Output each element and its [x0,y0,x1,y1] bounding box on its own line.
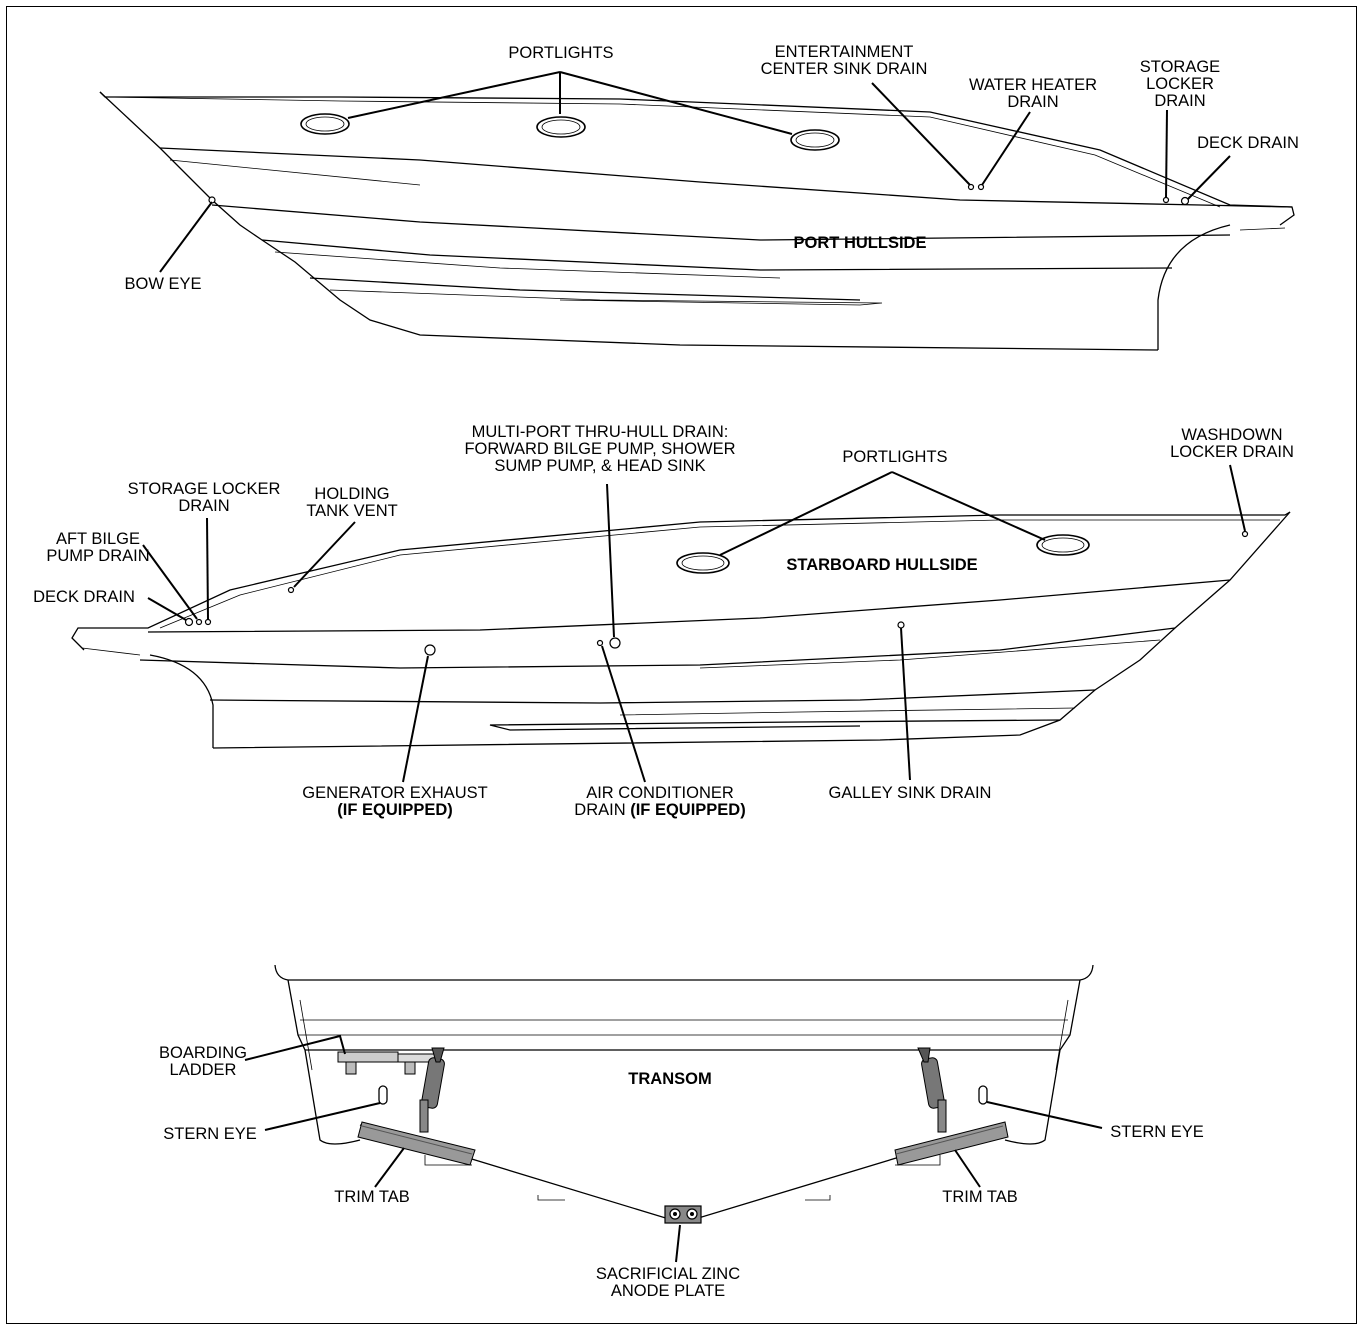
starboard-aft-bilge-label-line2: PUMP DRAIN [46,547,149,565]
port-storage-label-line1: STORAGE [1140,58,1220,76]
starboard-multiport-fitting [609,637,621,649]
starboard-holding-label-line2: TANK VENT [306,502,397,520]
port-storage-label-line3: DRAIN [1154,92,1205,110]
starboard-multiport-label-line1: MULTI-PORT THRU-HULL DRAIN: [472,423,729,441]
trim-tab-right-label: TRIM TAB [942,1188,1017,1206]
port-portlight-1 [300,113,350,135]
starboard-aircon-label-line1: AIR CONDITIONER [586,784,734,802]
port-water-heater-label-line1: WATER HEATER [969,76,1097,94]
starboard-deck-drain-label: DECK DRAIN [33,588,135,606]
starboard-deck-drain-fitting [184,617,194,627]
trim-tab-left [357,1047,476,1166]
port-entertainment-label-line2: CENTER SINK DRAIN [761,60,928,78]
port-deck-drain-label: DECK DRAIN [1197,134,1299,152]
starboard-portlights-label: PORTLIGHTS [842,448,947,466]
starboard-aft-bilge-fitting [195,618,203,626]
starboard-washdown-label-line1: WASHDOWN [1181,426,1282,444]
stern-eye-left-label: STERN EYE [163,1125,257,1143]
starboard-washdown-drain-fitting [1241,530,1249,538]
port-deck-drain-fitting [1180,196,1190,206]
starboard-aircon-drain-fitting [596,639,604,647]
port-portlights-label: PORTLIGHTS [508,44,613,62]
starboard-washdown-label-line2: LOCKER DRAIN [1170,443,1294,461]
port-storage-label-line2: LOCKER [1146,75,1214,93]
starboard-galley-drain-fitting [897,621,905,629]
starboard-storage-drain-fitting [204,618,212,626]
boarding-ladder-label-line1: BOARDING [159,1044,247,1062]
zinc-anode-label-line1: SACRIFICIAL ZINC [596,1265,740,1283]
port-entertainment-drain-fitting [967,183,975,191]
trim-tab-left-label: TRIM TAB [334,1188,409,1206]
port-water-heater-drain-fitting [977,183,985,191]
stern-eye-right-label: STERN EYE [1110,1123,1204,1141]
stern-eye-right [978,1085,988,1105]
starboard-storage-label-line1: STORAGE LOCKER [128,480,281,498]
port-portlight-2 [536,116,586,138]
starboard-portlight-1 [676,552,730,574]
port-bow-eye-label: BOW EYE [124,275,201,293]
starboard-galley-label: GALLEY SINK DRAIN [829,784,992,802]
page-border [6,6,1357,1324]
starboard-portlight-2 [1036,534,1090,556]
starboard-storage-label-line2: DRAIN [178,497,229,515]
trim-tab-right [894,1047,1009,1166]
starboard-multiport-label-line3: SUMP PUMP, & HEAD SINK [494,457,705,475]
zinc-anode-plate [664,1205,702,1224]
port-storage-locker-drain-fitting [1162,196,1170,204]
port-hullside-title: PORT HULLSIDE [794,234,927,252]
starboard-aft-bilge-label-line1: AFT BILGE [56,530,140,548]
starboard-holding-label-line1: HOLDING [314,485,389,503]
starboard-aircon-label-line2: DRAIN (IF EQUIPPED) [574,801,745,819]
boarding-ladder [337,1051,439,1075]
port-portlight-3 [790,129,840,151]
port-leader-lines [159,71,1231,273]
starboard-multiport-label-line2: FORWARD BILGE PUMP, SHOWER [464,440,735,458]
stern-eye-left [378,1085,388,1105]
port-water-heater-label-line2: DRAIN [1007,93,1058,111]
zinc-anode-label-line2: ANODE PLATE [611,1282,725,1300]
starboard-hullside-title: STARBOARD HULLSIDE [786,556,977,574]
port-entertainment-label-line1: ENTERTAINMENT [775,43,914,61]
transom-drawing [274,964,1094,1224]
starboard-leader-lines [142,464,1246,783]
boarding-ladder-label-line2: LADDER [170,1061,237,1079]
transom-leader-lines [244,1034,1103,1263]
starboard-holding-vent-fitting [287,586,295,594]
starboard-generator-label-line2: (IF EQUIPPED) [337,801,453,819]
starboard-generator-label-line1: GENERATOR EXHAUST [302,784,488,802]
port-hull-drawing [99,91,1295,351]
starboard-hull-drawing [71,511,1291,749]
starboard-generator-exhaust-fitting [424,644,436,656]
transom-title: TRANSOM [628,1070,711,1088]
